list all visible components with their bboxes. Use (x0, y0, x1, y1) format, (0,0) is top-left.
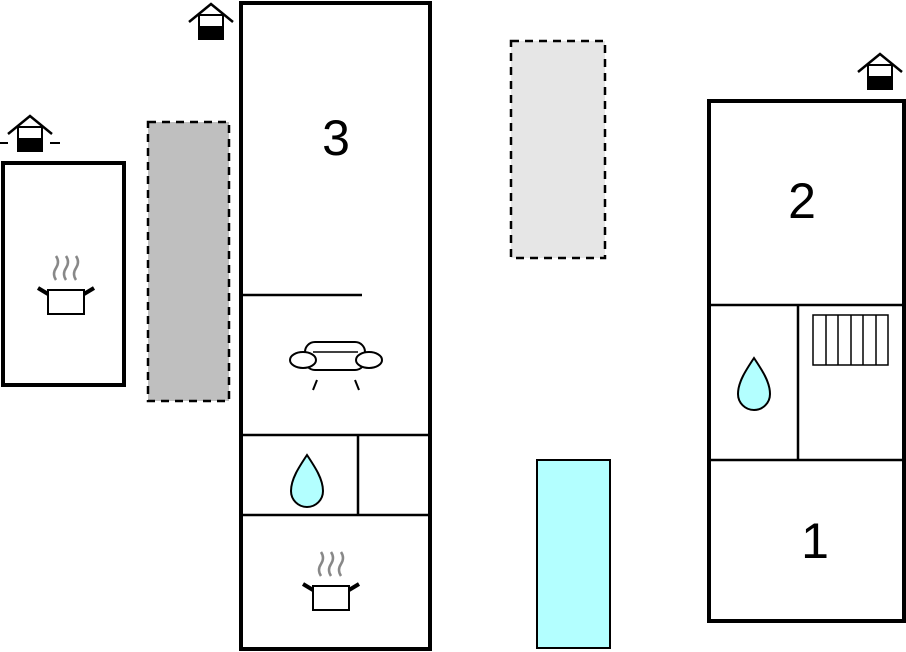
pool (536, 459, 611, 649)
radiator-icon (812, 314, 889, 366)
room-number: 3 (322, 110, 350, 166)
kitchen-building (1, 161, 126, 387)
house-icon (856, 52, 904, 91)
house-icon (187, 2, 235, 41)
kitchen-pot-icon (301, 550, 361, 612)
water-drop-icon (290, 454, 324, 508)
right-building (707, 99, 906, 623)
water-drop-icon (737, 357, 771, 411)
terrace-light (509, 39, 607, 260)
house-icon (0, 114, 60, 153)
middle-building (239, 1, 432, 651)
room-number: 2 (788, 173, 816, 229)
terrace-dark (146, 120, 231, 403)
kitchen-pot-icon (36, 254, 96, 316)
room-number: 1 (801, 513, 829, 569)
sofa-icon (289, 341, 383, 391)
